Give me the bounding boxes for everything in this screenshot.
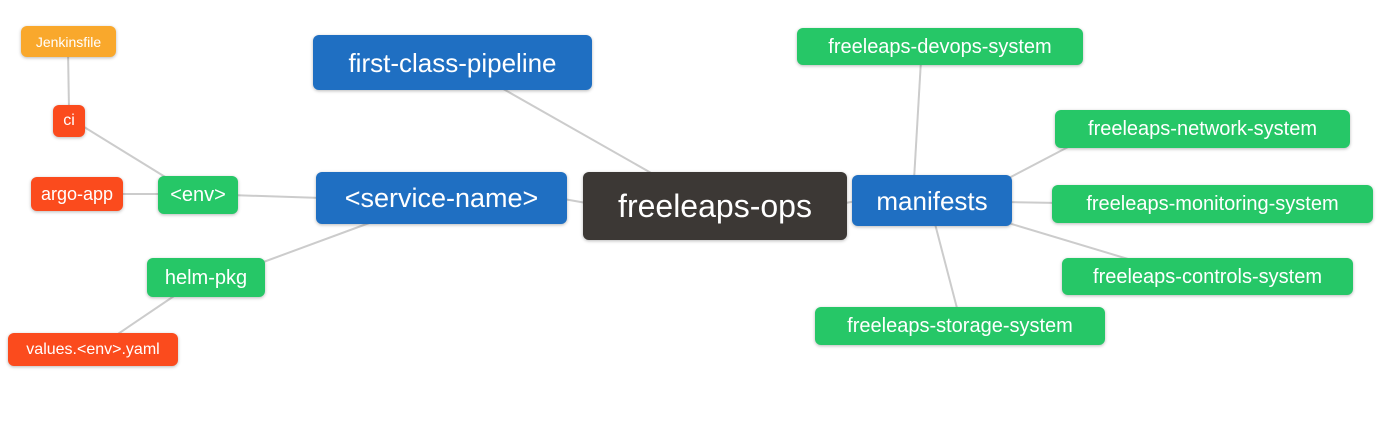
node-jenkinsfile[interactable]: Jenkinsfile	[21, 26, 116, 57]
edge-manifests-controls	[1004, 221, 1139, 263]
node-freeleaps-devops-system[interactable]: freeleaps-devops-system	[797, 28, 1083, 65]
node-manifests[interactable]: manifests	[852, 175, 1012, 226]
node-env[interactable]: <env>	[158, 176, 238, 214]
edge-manifests-monitoring	[1004, 201, 1061, 204]
node-freeleaps-controls-system[interactable]: freeleaps-controls-system	[1062, 258, 1353, 295]
edge-helm-pkg-service-name	[257, 221, 373, 265]
node-ci[interactable]: ci	[53, 105, 85, 137]
edge-ci-env	[75, 121, 176, 184]
node-freeleaps-monitoring-system[interactable]: freeleaps-monitoring-system	[1052, 185, 1373, 223]
node-freeleaps-ops[interactable]: freeleaps-ops	[583, 172, 847, 240]
node-first-class-pipeline[interactable]: first-class-pipeline	[313, 35, 592, 90]
edge-pipeline-ops	[497, 85, 661, 179]
edge-values-helm-pkg	[111, 291, 181, 339]
edge-manifests-network	[1004, 145, 1071, 181]
node-service-name[interactable]: <service-name>	[316, 172, 567, 224]
edge-jenkinsfile-ci	[67, 49, 70, 111]
node-helm-pkg[interactable]: helm-pkg	[147, 258, 265, 297]
node-freeleaps-storage-system[interactable]: freeleaps-storage-system	[815, 307, 1105, 345]
edge-manifests-devops	[913, 59, 922, 181]
edge-manifests-storage	[933, 219, 959, 313]
node-freeleaps-network-system[interactable]: freeleaps-network-system	[1055, 110, 1350, 148]
edge-env-service-name	[229, 194, 323, 199]
node-argo-app[interactable]: argo-app	[31, 177, 123, 211]
node-values-env-yaml[interactable]: values.<env>.yaml	[8, 333, 178, 366]
